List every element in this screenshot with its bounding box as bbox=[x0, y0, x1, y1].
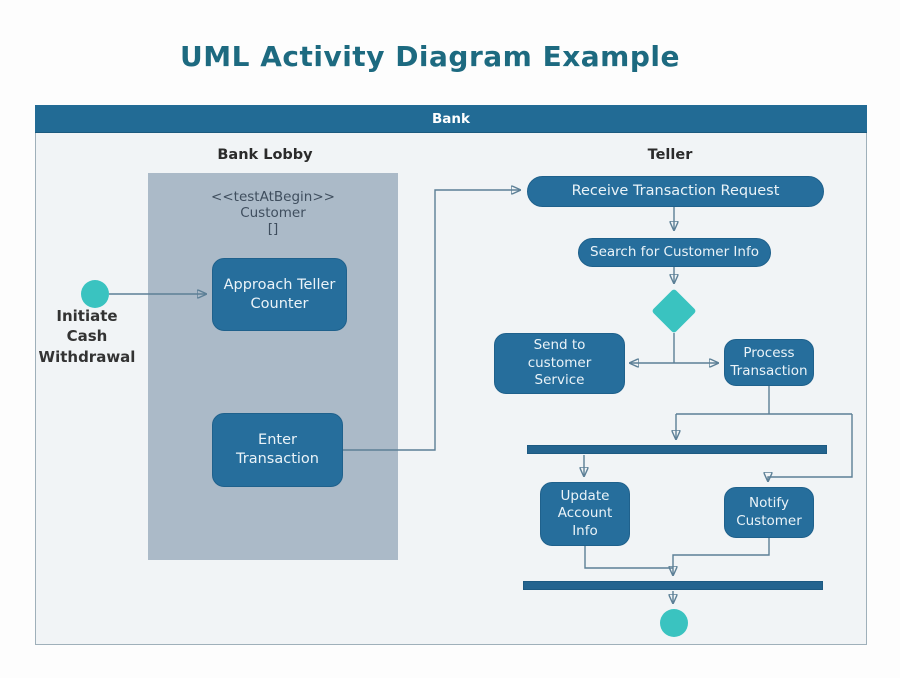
initial-node-label: Initiate Cash Withdrawal bbox=[38, 307, 136, 366]
action-enter-transaction: Enter Transaction bbox=[212, 413, 343, 487]
action-update-account-info: Update Account Info bbox=[540, 482, 630, 546]
action-process-transaction: Process Transaction bbox=[724, 339, 814, 386]
bank-frame-header: Bank bbox=[35, 105, 867, 133]
fork-bar bbox=[527, 445, 827, 454]
final-node bbox=[660, 609, 688, 637]
action-notify-customer: Notify Customer bbox=[724, 487, 814, 538]
customer-partition-label: <<testAtBegin>> Customer [] bbox=[211, 189, 335, 237]
join-bar bbox=[523, 581, 823, 590]
lane-label-bank-lobby: Bank Lobby bbox=[217, 147, 313, 163]
initial-node bbox=[81, 280, 109, 308]
action-send-to-customer-service: Send to customer Service bbox=[494, 333, 625, 394]
action-approach-teller-counter: Approach Teller Counter bbox=[212, 258, 347, 331]
action-receive-transaction-request: Receive Transaction Request bbox=[527, 176, 824, 207]
action-search-for-customer-info: Search for Customer Info bbox=[578, 238, 771, 267]
lane-label-teller: Teller bbox=[647, 147, 693, 163]
page-title: UML Activity Diagram Example bbox=[180, 40, 680, 73]
